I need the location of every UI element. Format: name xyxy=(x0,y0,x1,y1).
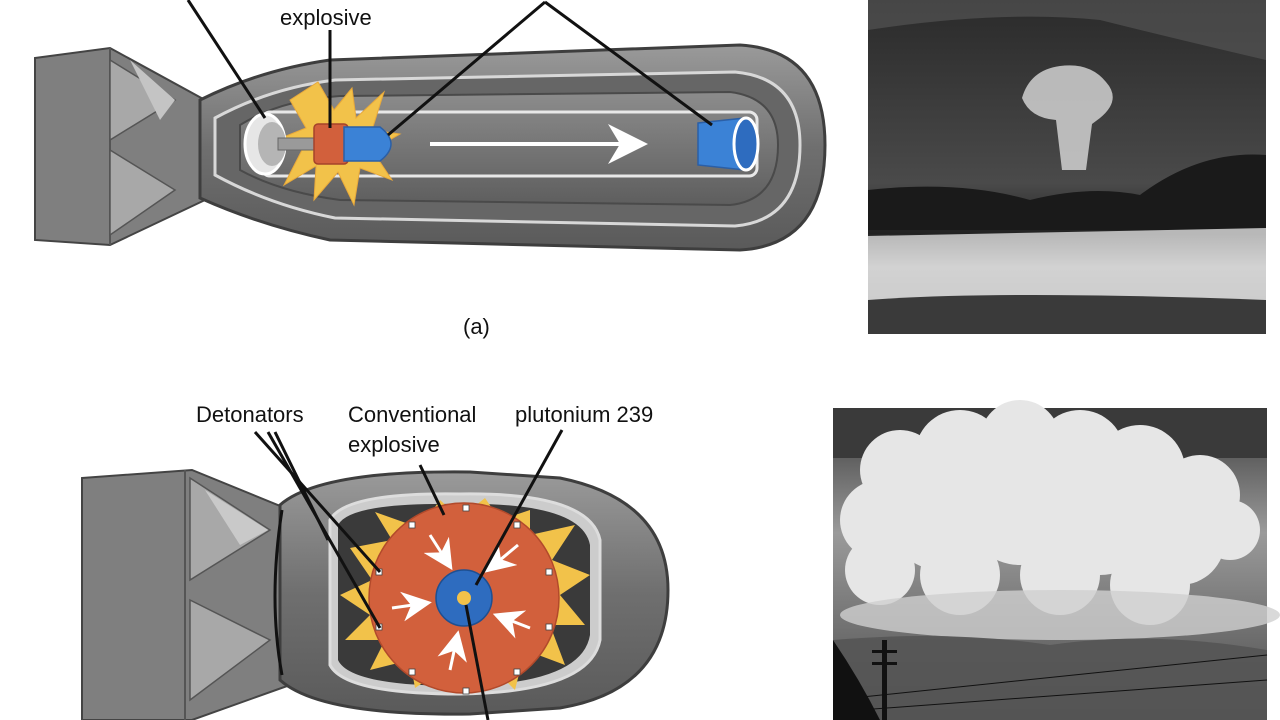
implosion-bomb xyxy=(81,429,670,720)
detonators-label: Detonators xyxy=(196,402,304,427)
mushroom-cloud-icon xyxy=(1022,65,1113,170)
gun-type-bomb xyxy=(34,0,827,252)
plutonium-label: plutonium 239 xyxy=(515,402,653,427)
mushroom-cloud-icon xyxy=(840,400,1260,625)
explosive-label-b: explosive xyxy=(348,432,440,457)
inward-arrows xyxy=(391,534,531,671)
explosive-label: explosive xyxy=(280,5,372,30)
photo-b xyxy=(832,400,1280,720)
caption-a: (a) xyxy=(463,314,490,339)
photo-a xyxy=(868,0,1266,334)
conventional-label: Conventional xyxy=(348,402,476,427)
